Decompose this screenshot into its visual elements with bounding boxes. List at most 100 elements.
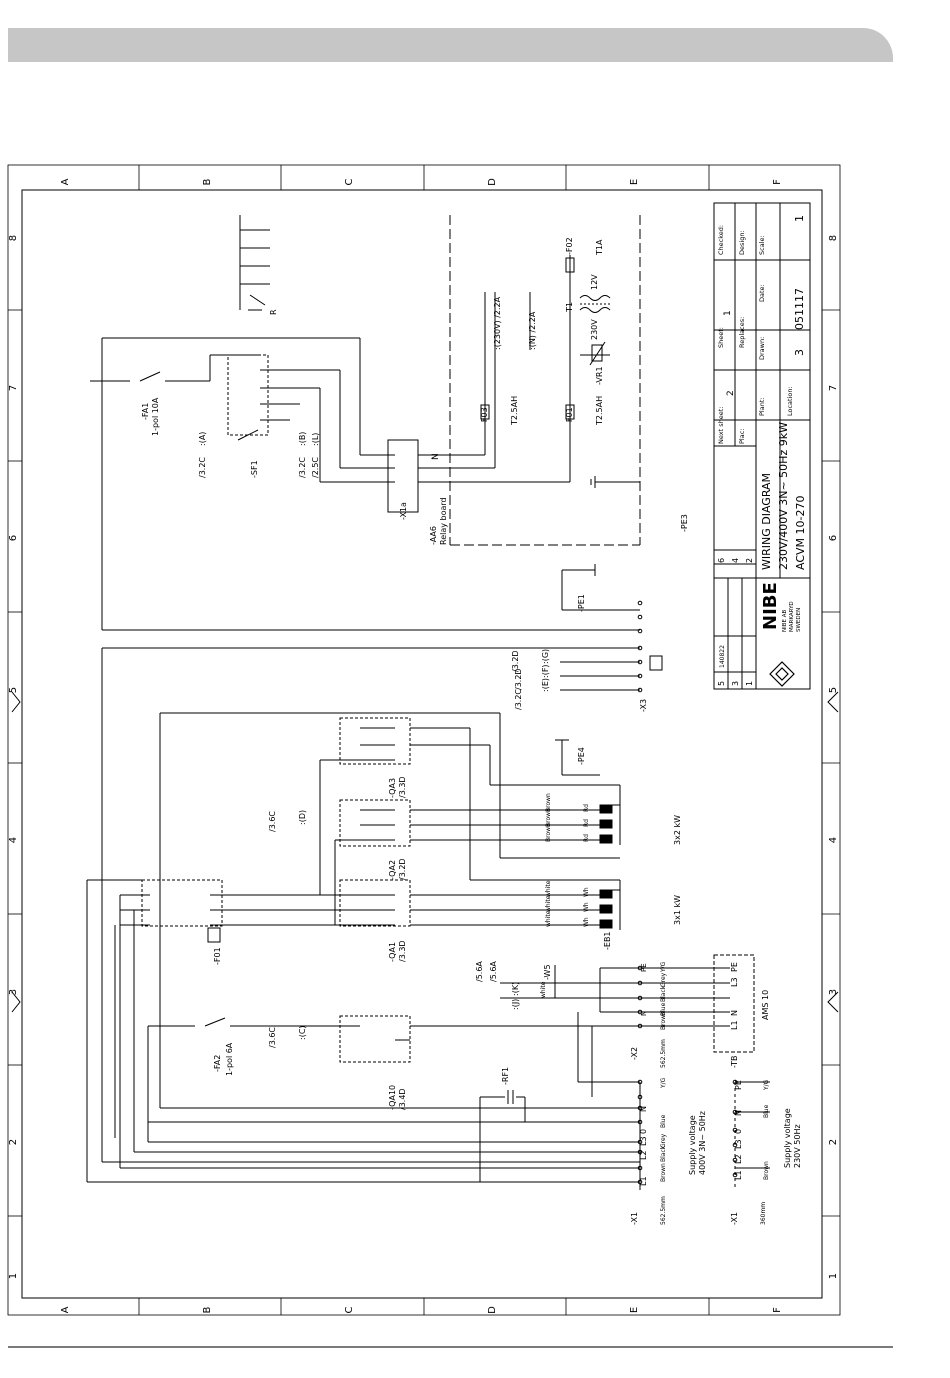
grid-letter: F: [772, 179, 783, 185]
heater-elements-3x2kw-icon: [599, 804, 613, 844]
w5-ref-1: /5.6A: [475, 961, 484, 982]
fa1-breaker: [90, 354, 260, 382]
relay-r-symbol: [239, 215, 270, 311]
next-sheet-label: Next sheet:: [717, 407, 725, 444]
t1-12v: 12V: [590, 274, 599, 290]
company-city: MARKARYD: [789, 601, 795, 632]
f03-rating: T2.5AH: [510, 396, 519, 426]
date-value: 051117: [793, 288, 806, 330]
x3-terminal-block: [101, 600, 663, 1162]
fuse-f01-icon: [565, 404, 575, 420]
grid-letter: D: [487, 1306, 498, 1314]
f02-label: -F02: [565, 237, 574, 255]
company-country: SWEDEN: [796, 608, 802, 632]
wire-color-label: Grey: [660, 972, 667, 987]
x1b-terminal-0: 0: [734, 1129, 743, 1134]
drawn-value: 3: [793, 349, 806, 356]
wire-color-label: Rd: [583, 834, 590, 842]
w5-tag-1: :(K): [511, 982, 520, 996]
location-label: Location:: [786, 386, 794, 416]
aa6-label: -AA6: [429, 526, 438, 545]
x1-terminal-l1: L1: [639, 1176, 648, 1186]
design-label: Design:: [738, 230, 746, 255]
grid-number: 8: [828, 235, 839, 241]
grid-number: 7: [8, 385, 19, 391]
t1-label: -T1: [565, 302, 574, 314]
x1-terminal-n: N: [639, 1106, 648, 1112]
grid-number: 6: [828, 535, 839, 541]
sheet-label: Sheet:: [717, 327, 725, 348]
drawing-title: WIRING DIAGRAM: [760, 473, 773, 570]
sheet-value: 1: [723, 310, 733, 316]
x1-length: 562.5mm: [660, 1196, 667, 1225]
x1b-terminal-l3: L3: [734, 1139, 743, 1149]
rev-number: 2: [745, 558, 754, 563]
rev-number: 5: [717, 681, 726, 686]
x3-tag-2: :(F): [541, 664, 550, 678]
x1a-label: -X1a: [399, 502, 408, 520]
x1b-length: 360mm: [760, 1202, 767, 1225]
supply-3ph-line-2: 400V 3N~ 50Hz: [698, 1111, 707, 1175]
fa2-spec: 1-pol 6A: [225, 1042, 234, 1076]
w5-ref-2: /5.6A: [489, 961, 498, 982]
x3-ref-3: /3.2C: [514, 689, 523, 710]
sf1-label: -SF1: [250, 460, 259, 478]
grid-number: 5: [828, 687, 839, 693]
wire-color-label: Blue: [763, 1104, 770, 1118]
grid-number: 5: [8, 687, 19, 693]
qa10-label: -QA10: [388, 1085, 397, 1110]
qa2-cross-ref: /3.6C: [268, 811, 277, 832]
wire-color-label: Rd: [583, 804, 590, 812]
wire-color-label: Wh: [583, 887, 590, 897]
grid-number: 8: [8, 235, 19, 241]
wire-color-label: Brown: [660, 1163, 667, 1182]
wire-color-label: Grey: [660, 1133, 667, 1148]
grid-number: 4: [828, 837, 839, 843]
x1b-terminal-n: N: [734, 1110, 743, 1116]
top-wires: [101, 255, 640, 631]
x3-label: -X3: [639, 699, 648, 712]
sf1-tag-c: :(L): [311, 433, 320, 446]
contactor-qa3: [339, 717, 411, 765]
qa2-tag: :(D): [298, 810, 307, 825]
x1-label: -X1: [630, 1212, 639, 1225]
sf1-tag-a: :(A): [198, 432, 207, 446]
grid-number: 4: [8, 837, 19, 843]
t1-230v: 230V: [590, 319, 599, 340]
contactor-qa1: [339, 879, 411, 927]
x1-single-phase-terminals: [732, 1079, 770, 1190]
contactor-qa2: [339, 799, 411, 847]
wire-color-label: Black: [660, 1145, 667, 1162]
grid-ticks: [8, 165, 840, 1315]
grid-letter: A: [60, 1306, 71, 1313]
rev-number: 6: [717, 558, 726, 563]
qa1-label: -QA1: [388, 942, 397, 962]
tb-terminal-n: N: [730, 1010, 739, 1016]
qa10-ref: /3.4D: [398, 1088, 407, 1110]
x2-terminal-n: N: [640, 1011, 648, 1016]
pe1-ground: [561, 564, 640, 611]
scale-value: 1: [793, 215, 806, 222]
rev-number: 4: [731, 558, 740, 563]
w5-cable: [500, 965, 640, 1013]
sf1-switch: [227, 354, 320, 441]
plant-label: Plant:: [758, 397, 766, 416]
feed-n-label: :(N) /2.2A: [528, 311, 537, 350]
grid-number: 2: [8, 1139, 19, 1145]
grid-letter: B: [202, 178, 213, 185]
rev-number: 3: [731, 681, 740, 686]
fa2-breaker-and-qa10: [147, 1012, 640, 1142]
tb-terminal-l1: L1: [730, 1020, 739, 1030]
place-label: Plac:: [738, 429, 746, 444]
qa10-cross-ref: /3.6C: [268, 1027, 277, 1048]
drawing-frame: [21, 189, 823, 1299]
x1-terminal-l2: L2: [639, 1150, 648, 1160]
fa1-spec: 1-pol 10A: [151, 397, 160, 436]
pe3-label: -PE3: [680, 514, 689, 532]
qa1-ref: /3.3D: [398, 940, 407, 962]
wire-color-label: Y/G: [660, 1077, 667, 1089]
wire-color-label: white: [545, 910, 552, 927]
wire-color-label: white: [545, 895, 552, 912]
logo-mark-icon: [769, 661, 795, 687]
